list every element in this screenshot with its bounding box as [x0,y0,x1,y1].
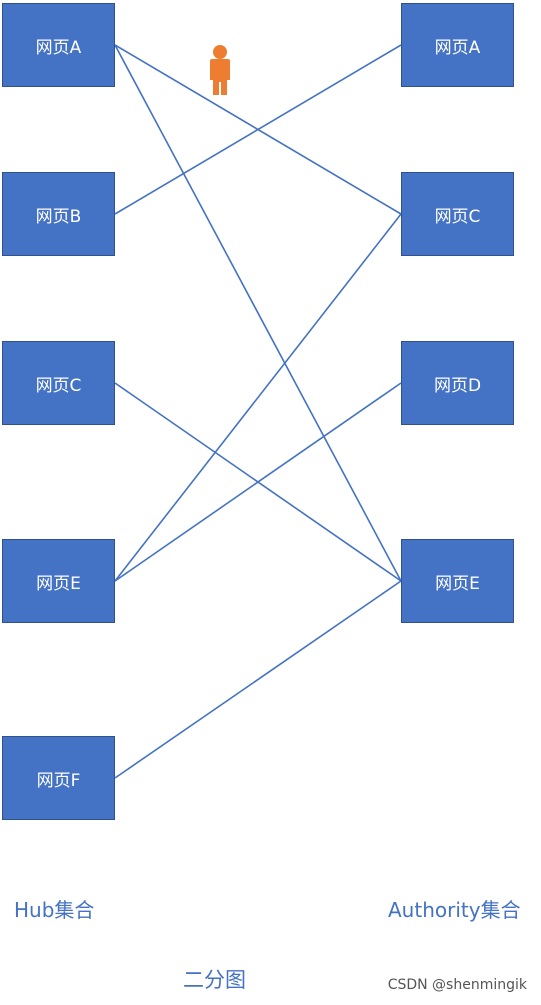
edge-2 [114,44,402,215]
hub-node-e: 网页E [2,539,115,623]
edge-6 [114,580,402,779]
hub-node-b: 网页B [2,172,115,256]
hub-node-a: 网页A [2,3,115,87]
edge-5 [114,382,402,582]
person-icon [210,45,230,95]
authority-set-label: Authority集合 [388,898,521,922]
hub-node-c: 网页C [2,341,115,425]
authority-node-d: 网页D [401,341,514,425]
authority-node-c: 网页C [401,172,514,256]
authority-node-a: 网页A [401,3,514,87]
edge-1 [114,44,402,582]
hub-node-f: 网页F [2,736,115,820]
diagram-title: 二分图 [183,968,246,992]
authority-node-e: 网页E [401,539,514,623]
hub-set-label: Hub集合 [14,898,95,922]
edge-4 [114,213,402,582]
watermark: CSDN @shenmingik [387,977,527,993]
